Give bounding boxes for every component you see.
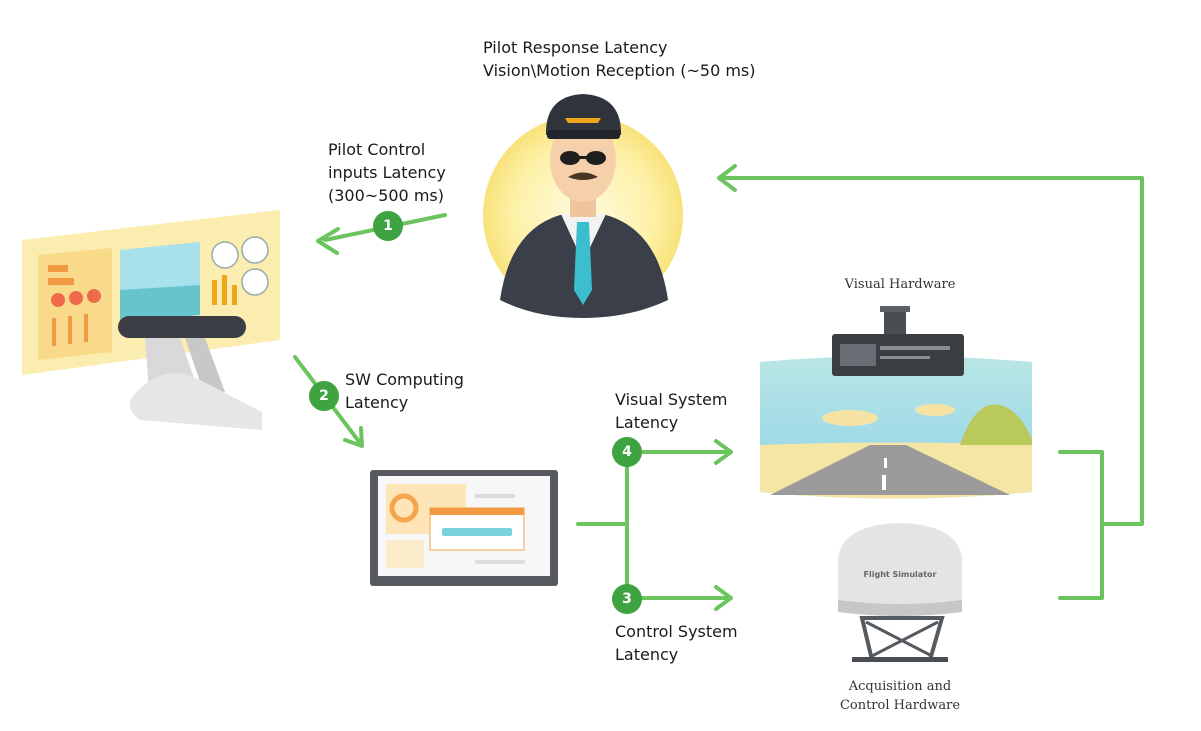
label-visual-hardware: Visual Hardware (820, 275, 980, 294)
visual-hardware-illustration (760, 306, 1032, 499)
computer-monitor-illustration (370, 470, 558, 586)
feedback-line-visual (1060, 452, 1102, 524)
flight-simulator-text: Flight Simulator (840, 565, 960, 584)
label-visual-system-latency: Visual System Latency (615, 388, 728, 434)
step-badge-4: 4 (612, 437, 642, 467)
cockpit-panel-illustration (22, 210, 280, 430)
feedback-line-control (1060, 524, 1102, 598)
label-pilot-control-latency: Pilot Control inputs Latency (300~500 ms… (328, 138, 446, 207)
label-sw-computing-latency: SW Computing Latency (345, 368, 464, 414)
pilot-illustration (483, 94, 683, 318)
step-badge-1: 1 (373, 211, 403, 241)
step-badge-2: 2 (309, 381, 339, 411)
label-pilot-response-latency: Pilot Response Latency Vision\Motion Rec… (483, 36, 756, 82)
label-acquisition-control-hardware: Acquisition and Control Hardware (820, 677, 980, 715)
flight-simulator-illustration (838, 523, 962, 662)
step-badge-3: 3 (612, 584, 642, 614)
label-control-system-latency: Control System Latency (615, 620, 738, 666)
